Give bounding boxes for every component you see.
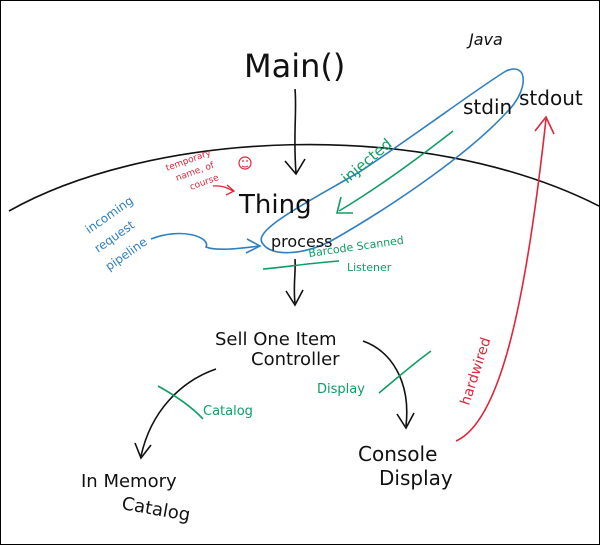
main-label: Main() [244, 47, 345, 85]
display-interface-line [378, 350, 432, 394]
display-interface-label: Display [317, 382, 365, 397]
temp-name-arrow [212, 185, 234, 192]
listener-interface-line [262, 260, 340, 270]
controller-to-console-arrow [362, 340, 408, 427]
console-label-line2: Display [379, 466, 453, 490]
main-to-thing-arrow [294, 88, 297, 174]
injected-arrow [338, 130, 454, 212]
smiley-icon [238, 156, 252, 170]
process-label: process [271, 232, 332, 251]
controller-to-catalog-arrow [140, 368, 217, 457]
stdin-label: stdin [463, 95, 512, 119]
smiley-eye-left [242, 160, 244, 162]
catalog-interface-line [157, 385, 204, 420]
inmemory-label-line2: Catalog [120, 493, 192, 526]
java-label: Java [466, 30, 503, 49]
injection-ellipse [260, 68, 525, 254]
smiley-eye-right [246, 160, 248, 162]
hardwired-arrowhead [534, 115, 555, 135]
process-to-controller-arrow [293, 258, 297, 304]
hardwired-arrow [455, 118, 547, 442]
boundary-arc [8, 143, 599, 212]
temp-name-arrowhead [225, 184, 236, 196]
catalog-interface-label: Catalog [203, 404, 253, 419]
controller-to-console-arrowhead [396, 412, 415, 430]
smiley-mouth [241, 165, 249, 168]
hardwired-label: hardwired [458, 336, 495, 408]
barcode-label-line2: Listener [347, 261, 392, 274]
incoming-arrowhead [245, 238, 262, 254]
controller-label-line1: Sell One Item [215, 329, 337, 350]
controller-label-line2: Controller [251, 349, 340, 370]
injected-arrowhead [335, 196, 353, 214]
process-to-controller-arrowhead [285, 289, 304, 307]
stdout-label: stdout [519, 86, 583, 110]
controller-to-catalog-arrowhead [134, 442, 152, 460]
incoming-arrow [150, 232, 260, 251]
inmemory-label-line1: In Memory [81, 471, 177, 492]
console-label-line1: Console [358, 442, 437, 466]
thing-label: Thing [238, 190, 312, 220]
main-to-thing-arrowhead [284, 158, 306, 176]
